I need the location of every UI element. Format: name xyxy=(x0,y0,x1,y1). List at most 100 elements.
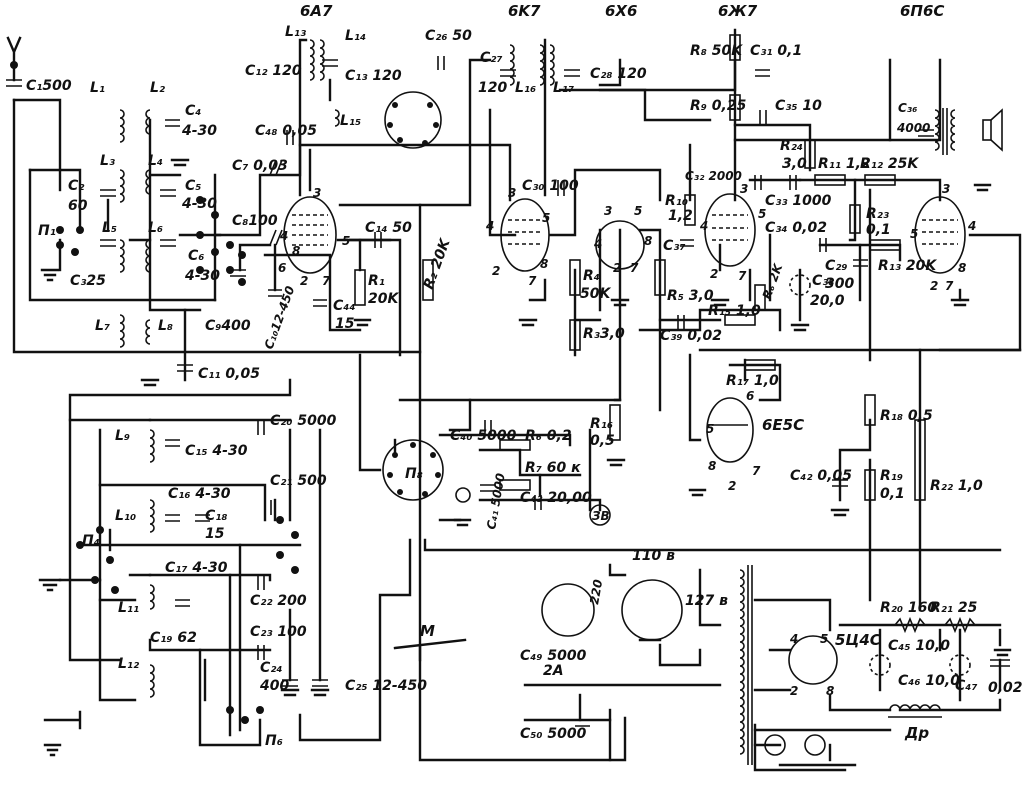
label-c24: C₂₄ xyxy=(260,660,283,676)
label-r16: R₁₆ xyxy=(590,416,613,432)
label-r7: R₇ 60 к xyxy=(525,460,581,476)
label-r6b: R₆ 0,2 xyxy=(525,428,572,444)
label-p6: П₆ xyxy=(265,733,283,749)
contacts xyxy=(10,61,441,724)
label-127v: 127 в xyxy=(685,593,728,609)
label-r9: R₉ 0,25 xyxy=(690,98,747,114)
label-c25: C₂₅ 12-450 xyxy=(345,678,427,694)
label-c6: C₆ xyxy=(188,248,204,264)
label-c12: C₁₂ 120 xyxy=(245,63,302,79)
wiring xyxy=(6,28,1022,772)
label-c28: C₂₈ 120 xyxy=(590,66,647,82)
label-c46: C₄₆ 10,0 xyxy=(898,673,960,689)
label-c27: C₂₇ xyxy=(480,50,503,66)
label-r10v: 1,2 xyxy=(668,208,693,224)
label-c20: C₂₀ 5000 xyxy=(270,413,337,429)
label-r10: R₁₀ xyxy=(665,193,688,209)
svg-text:4: 4 xyxy=(279,229,288,243)
svg-text:8: 8 xyxy=(540,257,548,271)
label-c29v: 300 xyxy=(825,276,854,292)
label-l5: L₅ xyxy=(102,220,117,236)
svg-text:7: 7 xyxy=(752,464,761,478)
svg-text:5: 5 xyxy=(634,204,642,218)
label-p4: П₄ xyxy=(82,533,100,549)
label-r23v: 0,1 xyxy=(866,222,891,238)
label-c37: C₃₇ xyxy=(663,238,686,254)
label-c36: C₃₆ xyxy=(898,101,917,115)
label-l8: L₈ xyxy=(158,318,173,334)
label-r3: R₃3,0 xyxy=(583,326,625,342)
label-c26: C₂₆ 50 xyxy=(425,28,472,44)
svg-text:4: 4 xyxy=(593,237,602,251)
svg-text:2: 2 xyxy=(930,279,938,293)
label-c17: C₁₇ 4-30 xyxy=(165,560,228,576)
label-dr: Др xyxy=(904,724,929,742)
svg-text:3: 3 xyxy=(604,204,612,218)
label-c38v: 20,0 xyxy=(810,293,845,309)
svg-text:2: 2 xyxy=(300,274,308,288)
svg-text:3: 3 xyxy=(313,186,321,200)
caps xyxy=(6,56,1010,727)
label-r21: R₂₁ 25 xyxy=(930,600,978,616)
label-p1: П₁ xyxy=(38,223,56,239)
svg-text:3: 3 xyxy=(942,182,950,196)
svg-text:8: 8 xyxy=(644,234,652,248)
sockets xyxy=(382,439,826,756)
svg-text:6: 6 xyxy=(746,389,754,403)
svg-text:5: 5 xyxy=(706,422,714,436)
label-c18: C₁₈ xyxy=(205,508,228,524)
label-c9: C₉400 xyxy=(205,318,251,334)
label-c8: C₈100 xyxy=(232,213,278,229)
component-labels: C₁500 L₁ L₂ C₄ 4-30 L₃ L₄ C₅ 4-30 C₂ 60 … xyxy=(26,24,1023,749)
svg-text:8: 8 xyxy=(708,459,716,473)
label-l2: L₂ xyxy=(150,80,166,96)
label-c32: C₃₂ 2000 xyxy=(685,169,742,183)
svg-text:4: 4 xyxy=(699,219,708,233)
label-l15: L₁₅ xyxy=(340,113,361,129)
label-c5v: 4-30 xyxy=(181,196,217,212)
label-c24v: 400 xyxy=(259,678,289,694)
label-c15: C₁₅ 4-30 xyxy=(185,443,248,459)
label-l13: L₁₃ xyxy=(285,24,306,40)
label-l6: L₆ xyxy=(148,220,163,236)
svg-text:8: 8 xyxy=(958,261,966,275)
svg-text:8: 8 xyxy=(292,244,300,258)
label-c40: C₄₀ 5000 xyxy=(450,428,517,444)
label-r12: R₁₂ 25K xyxy=(860,156,919,172)
label-c13: C₁₃ 120 xyxy=(345,68,402,84)
svg-text:5: 5 xyxy=(910,227,918,241)
label-r1v: 20K xyxy=(368,291,399,307)
tube-6p6s-label: 6П6С xyxy=(900,2,944,20)
label-c43: C₄₃ 20,00 xyxy=(520,490,592,506)
label-r19v: 0,1 xyxy=(880,486,905,502)
label-c4: C₄ xyxy=(185,103,201,119)
svg-text:5: 5 xyxy=(820,632,828,646)
label-c42: C₄₂ 0,05 xyxy=(790,468,852,484)
label-r11: R₁₁ 1,2 xyxy=(818,156,871,172)
svg-text:5: 5 xyxy=(542,211,550,225)
svg-text:5: 5 xyxy=(758,207,766,221)
tube-6a7-label: 6A7 xyxy=(300,2,333,20)
label-c34: C₃₄ 0,02 xyxy=(765,220,827,236)
label-p8: П₈ xyxy=(405,466,423,482)
label-l16: L₁₆ xyxy=(515,80,536,96)
label-c3: C₃25 xyxy=(70,273,106,289)
label-l10: L₁₀ xyxy=(115,508,136,524)
label-c16: C₁₆ 4-30 xyxy=(168,486,231,502)
label-c7: C₇ 0,03 xyxy=(232,158,288,174)
svg-text:4: 4 xyxy=(967,219,976,233)
tube-labels: 6A7 6K7 6X6 6Ж7 6П6С 6Е5С 5Ц4С xyxy=(300,2,944,649)
label-fuse-2a: 2A xyxy=(543,663,564,679)
label-c22: C₂₂ 200 xyxy=(250,593,307,609)
svg-text:4: 4 xyxy=(485,219,494,233)
label-c21: C₂₁ 500 xyxy=(270,473,327,489)
label-c1: C₁500 xyxy=(26,78,72,94)
tube-6k7-label: 6K7 xyxy=(508,2,541,20)
label-c45: C₄₅ 10,0 xyxy=(888,638,950,654)
label-220: 220 xyxy=(587,578,605,605)
label-r2: R₂ 20K xyxy=(421,236,454,292)
label-c2v: 60 xyxy=(68,198,88,214)
label-l12: L₁₂ xyxy=(118,656,140,672)
label-r22: R₂₂ 1,0 xyxy=(930,478,983,494)
label-l3: L₃ xyxy=(100,153,115,169)
